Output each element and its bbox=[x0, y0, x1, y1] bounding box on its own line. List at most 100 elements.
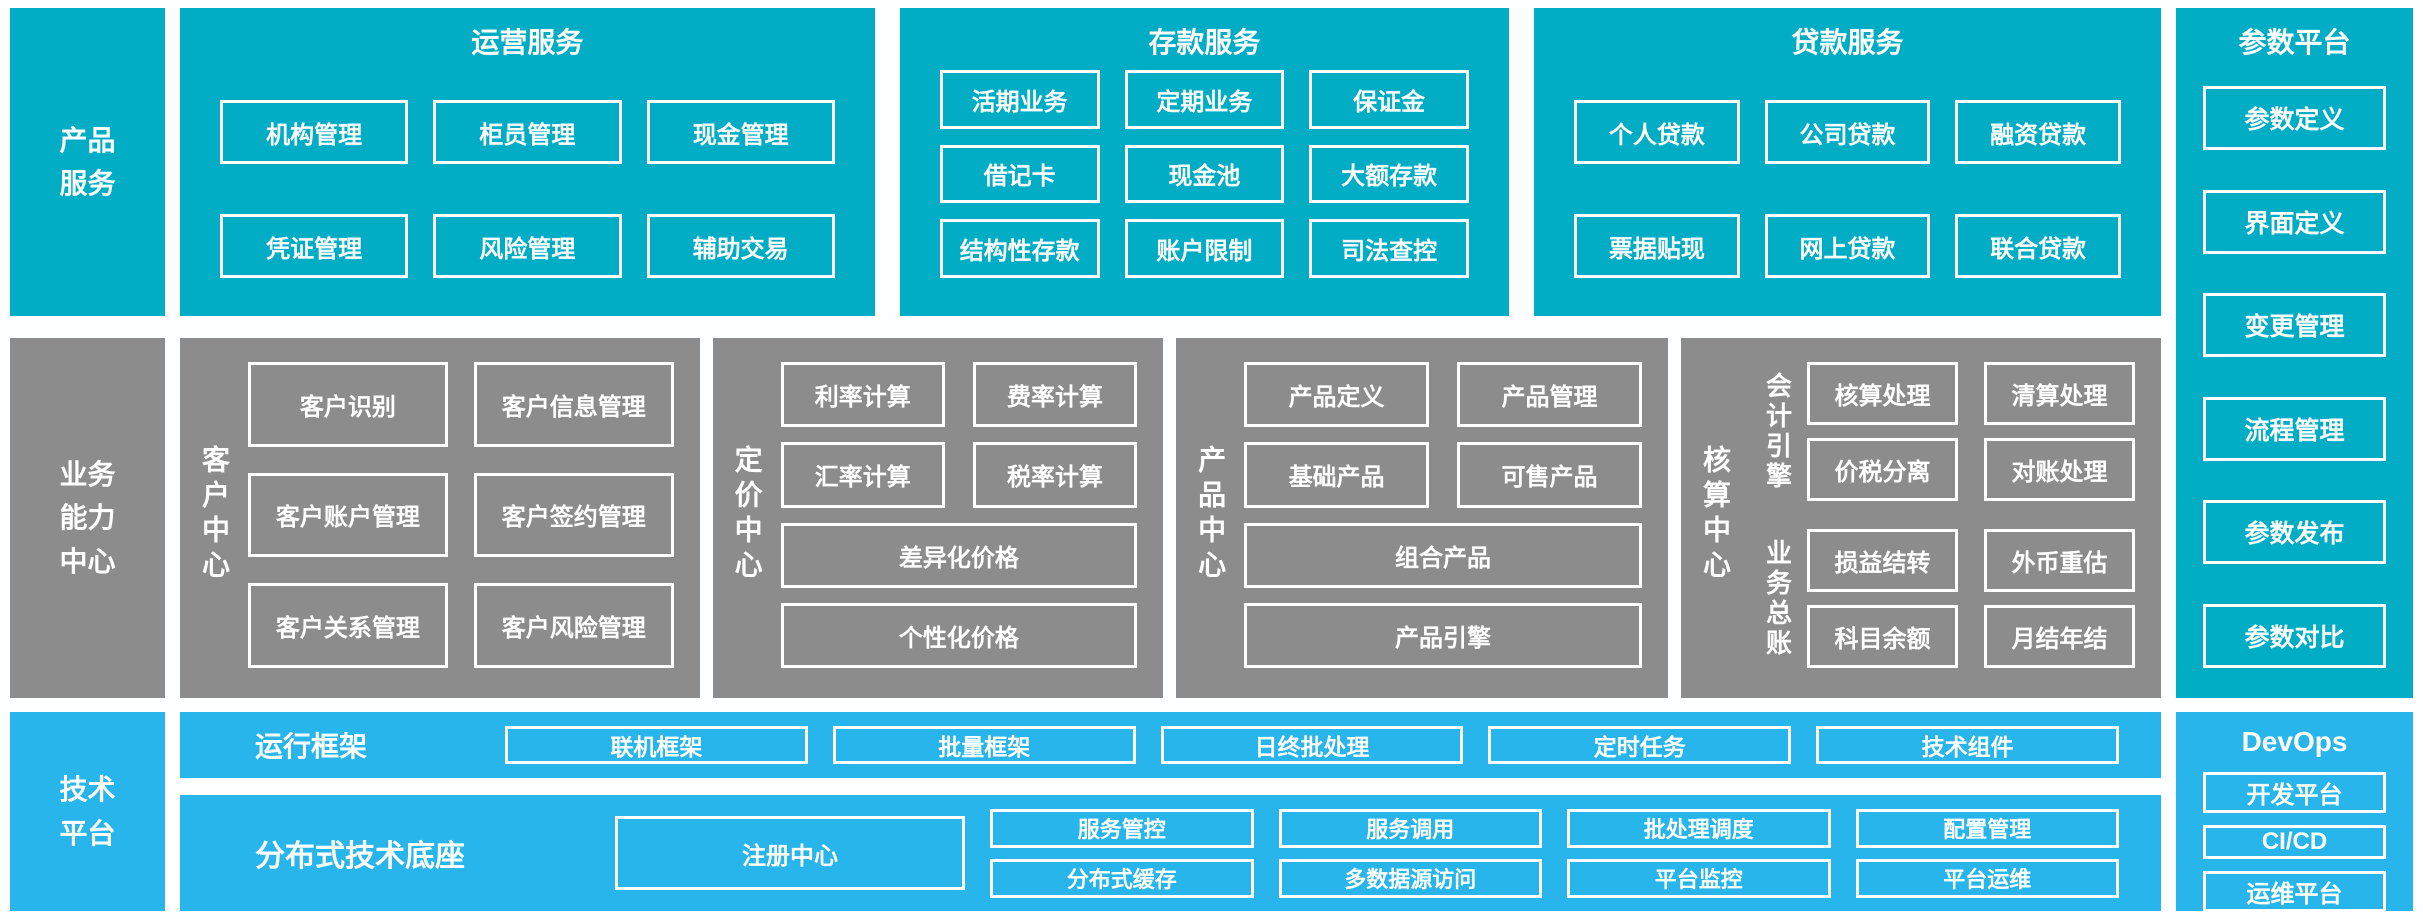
capability-box: 可售产品 bbox=[1457, 442, 1643, 508]
capability-box-wide: 产品引擎 bbox=[1244, 602, 1643, 668]
parameter-box-list: 参数定义 界面定义 变更管理 流程管理 参数发布 参数对比 bbox=[2203, 86, 2386, 668]
capability-box: 产品定义 bbox=[1244, 362, 1430, 428]
technology-box: 配置管理 bbox=[1855, 808, 2119, 848]
service-box: 保证金 bbox=[1309, 70, 1469, 129]
technology-box: 日终批处理 bbox=[1160, 726, 1464, 764]
capability-box: 客户风险管理 bbox=[473, 583, 674, 668]
center-customer: 客户中心 客户识别 客户信息管理 客户账户管理 客户签约管理 客户关系管理 客户… bbox=[180, 338, 700, 698]
row-label-technology-platform: 技术 平台 bbox=[10, 712, 165, 911]
capability-centers-band: 客户中心 客户识别 客户信息管理 客户账户管理 客户签约管理 客户关系管理 客户… bbox=[180, 338, 2161, 698]
row-label-line: 产品 bbox=[59, 124, 116, 156]
technology-box: 平台运维 bbox=[1855, 858, 2119, 898]
technology-box: 技术组件 bbox=[1816, 726, 2119, 764]
accounting-group-engine: 会计引擎 核算处理 清算处理 价税分离 对账处理 bbox=[1749, 362, 2135, 501]
section-operations-services: 运营服务 机构管理 柜员管理 现金管理 凭证管理 风险管理 辅助交易 bbox=[180, 8, 875, 316]
accounting-group-ledger: 业务总账 损益结转 外币重估 科目余额 月结年结 bbox=[1749, 529, 2135, 668]
deposit-box-grid: 活期业务 定期业务 保证金 借记卡 现金池 大额存款 结构性存款 账户限制 司法… bbox=[939, 70, 1469, 278]
capability-box: 客户账户管理 bbox=[248, 472, 448, 558]
section-title: 运营服务 bbox=[471, 27, 584, 58]
accounting-groups: 会计引擎 核算处理 清算处理 价税分离 对账处理 业务总账 bbox=[1749, 362, 2135, 668]
service-box: 网上贷款 bbox=[1764, 214, 1931, 278]
technology-box-registry: 注册中心 bbox=[615, 816, 965, 890]
row-label-line: 服务 bbox=[59, 168, 116, 199]
center-product: 产品中心 产品定义 产品管理 基础产品 可售产品 组合产品 产品引擎 bbox=[1176, 338, 1669, 698]
center-label-wrap: 产品中心 bbox=[1176, 362, 1244, 668]
center-label: 核算中心 bbox=[1700, 445, 1732, 585]
ledger-box-grid: 损益结转 外币重估 科目余额 月结年结 bbox=[1807, 529, 2135, 668]
capability-box: 利率计算 bbox=[780, 362, 945, 428]
capability-box: 科目余额 bbox=[1807, 605, 1959, 668]
row-label-line: 业务 bbox=[59, 458, 116, 490]
capability-box: 税率计算 bbox=[972, 442, 1138, 508]
row-label-line: 技术 bbox=[59, 774, 116, 806]
service-box: 辅助交易 bbox=[646, 214, 835, 278]
center-label: 定价中心 bbox=[731, 445, 763, 585]
row-label-product-services: 产品 服务 bbox=[10, 8, 165, 316]
technology-box: 服务调用 bbox=[1278, 808, 1542, 848]
capability-box-wide: 个性化价格 bbox=[780, 602, 1138, 668]
capability-box-wide: 差异化价格 bbox=[780, 522, 1138, 588]
service-box: 结构性存款 bbox=[939, 219, 1100, 278]
product-box-grid: 产品定义 产品管理 基础产品 可售产品 组合产品 产品引擎 bbox=[1244, 362, 1643, 668]
engine-box-grid: 核算处理 清算处理 价税分离 对账处理 bbox=[1807, 362, 2135, 501]
section-loan-services: 贷款服务 个人贷款 公司贷款 融资贷款 票据贴现 网上贷款 联合贷款 bbox=[1534, 8, 2161, 316]
row-label-business-capability-center: 业务 能力 中心 bbox=[10, 338, 165, 698]
capability-box: 月结年结 bbox=[1984, 605, 2135, 668]
foundation-column: 批处理调度 平台监控 bbox=[1567, 808, 1831, 898]
pricing-box-grid: 利率计算 费率计算 汇率计算 税率计算 差异化价格 个性化价格 bbox=[780, 362, 1138, 668]
row-label-line: 平台 bbox=[59, 817, 116, 849]
band-label: 分布式技术底座 bbox=[255, 840, 465, 873]
service-box: 个人贷款 bbox=[1574, 100, 1740, 164]
technology-box: 定时任务 bbox=[1488, 726, 1792, 764]
group-label: 会计引擎 bbox=[1762, 371, 1793, 492]
capability-box: 客户关系管理 bbox=[248, 583, 448, 668]
center-label-wrap: 定价中心 bbox=[713, 362, 781, 668]
service-box: 参数对比 bbox=[2203, 603, 2386, 668]
capability-box: 对账处理 bbox=[1984, 438, 2135, 501]
service-box: 司法查控 bbox=[1309, 219, 1469, 278]
technology-box: 批量框架 bbox=[832, 726, 1136, 764]
service-box: 联合贷款 bbox=[1955, 214, 2121, 278]
center-pricing: 定价中心 利率计算 费率计算 汇率计算 税率计算 差异化价格 个性化价格 bbox=[712, 338, 1164, 698]
service-box: 票据贴现 bbox=[1574, 214, 1740, 278]
diagram-grid: 产品 服务 运营服务 机构管理 柜员管理 现金管理 凭证管理 风险管理 辅助交易… bbox=[10, 8, 2413, 912]
devops-box: 开发平台 bbox=[2203, 772, 2386, 813]
foundation-column: 服务管控 分布式缓存 bbox=[990, 808, 1254, 898]
row-label-line: 中心 bbox=[59, 545, 116, 577]
capability-box: 基础产品 bbox=[1244, 442, 1430, 508]
service-box: 界面定义 bbox=[2203, 189, 2386, 254]
capability-box: 产品管理 bbox=[1457, 362, 1643, 428]
capability-box: 清算处理 bbox=[1984, 362, 2135, 425]
service-box: 柜员管理 bbox=[433, 100, 622, 164]
center-accounting: 核算中心 会计引擎 核算处理 清算处理 价税分离 对账处理 bbox=[1681, 338, 2161, 698]
service-box: 参数定义 bbox=[2203, 86, 2386, 150]
center-label-wrap: 客户中心 bbox=[180, 362, 248, 668]
devops-box: CI/CD bbox=[2203, 825, 2386, 859]
capability-box: 客户识别 bbox=[248, 362, 448, 447]
section-title: 贷款服务 bbox=[1791, 27, 1904, 58]
operations-box-grid: 机构管理 柜员管理 现金管理 凭证管理 风险管理 辅助交易 bbox=[220, 100, 835, 278]
section-distributed-foundation: 分布式技术底座 注册中心 服务管控 分布式缓存 服务调用 多数据源访问 批处理调… bbox=[180, 795, 2161, 911]
service-box: 借记卡 bbox=[939, 144, 1100, 204]
capability-box: 汇率计算 bbox=[780, 442, 945, 508]
capability-box: 费率计算 bbox=[972, 362, 1138, 428]
service-box: 公司贷款 bbox=[1764, 100, 1931, 164]
service-box: 变更管理 bbox=[2203, 293, 2386, 358]
customer-box-grid: 客户识别 客户信息管理 客户账户管理 客户签约管理 客户关系管理 客户风险管理 bbox=[248, 362, 674, 668]
technology-box: 多数据源访问 bbox=[1278, 858, 1542, 898]
section-title: 参数平台 bbox=[2238, 27, 2351, 58]
capability-box: 客户签约管理 bbox=[473, 472, 674, 558]
section-runtime-framework: 运行框架 联机框架 批量框架 日终批处理 定时任务 技术组件 bbox=[180, 712, 2161, 778]
service-box: 活期业务 bbox=[939, 70, 1100, 129]
capability-box: 核算处理 bbox=[1807, 362, 1959, 425]
service-box: 机构管理 bbox=[220, 100, 409, 164]
group-label-wrap: 会计引擎 bbox=[1749, 362, 1807, 501]
technology-box: 平台监控 bbox=[1567, 858, 1831, 898]
service-box: 凭证管理 bbox=[220, 214, 409, 278]
group-label: 业务总账 bbox=[1762, 538, 1793, 659]
technology-box: 分布式缓存 bbox=[990, 858, 1254, 898]
section-devops: DevOps 开发平台 CI/CD 运维平台 bbox=[2176, 712, 2413, 912]
service-box: 风险管理 bbox=[433, 214, 622, 278]
service-box: 账户限制 bbox=[1124, 219, 1285, 278]
loan-box-grid: 个人贷款 公司贷款 融资贷款 票据贴现 网上贷款 联合贷款 bbox=[1574, 100, 2121, 278]
